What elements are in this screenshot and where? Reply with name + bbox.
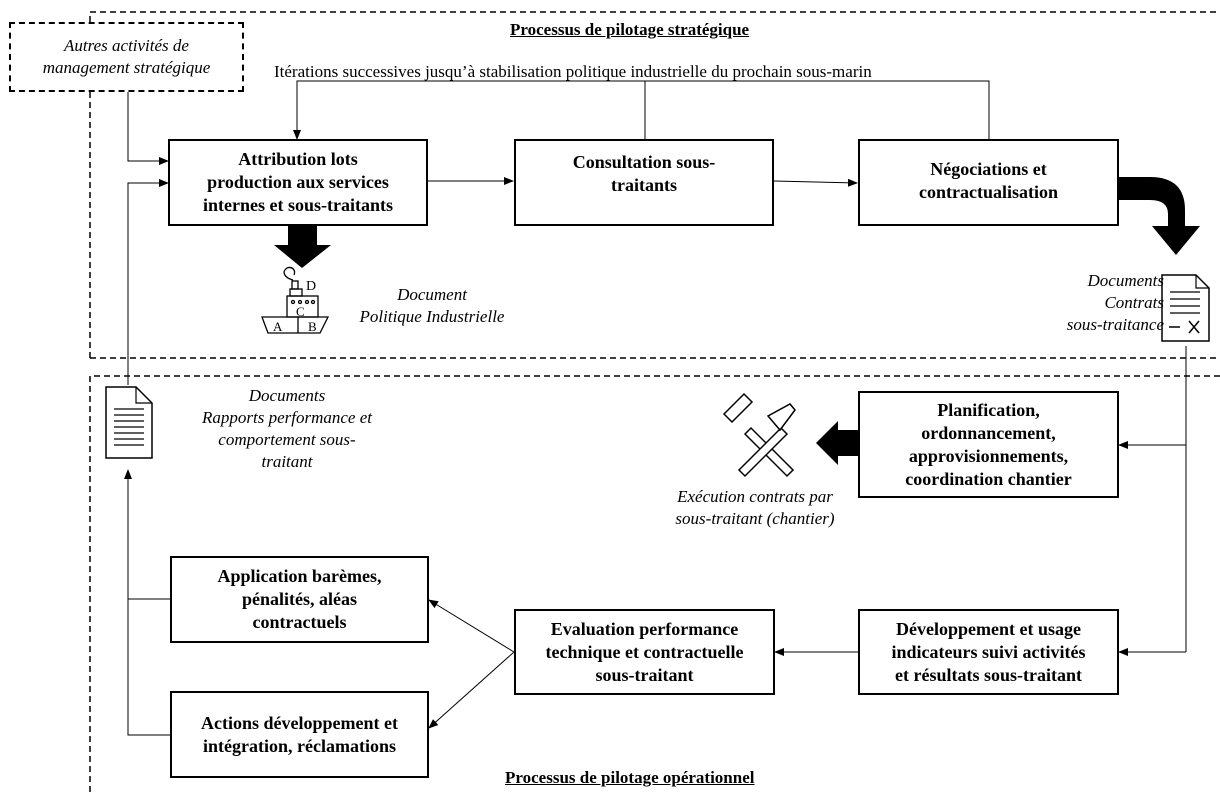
operational-process-title: Processus de pilotage opérationnel bbox=[505, 768, 755, 787]
strategic-process-title: Processus de pilotage stratégique bbox=[510, 20, 750, 39]
arrow-other-to-attribution bbox=[127, 92, 169, 165]
operational-frame bbox=[89, 375, 1220, 792]
arrow-consultation-to-negociations bbox=[773, 178, 858, 187]
ship-letter-c: C bbox=[296, 304, 305, 319]
contract-document-icon bbox=[1161, 274, 1210, 342]
box-developpement: Développement et usage indicateurs suivi… bbox=[858, 609, 1119, 695]
doc-rapports-label: Documents Rapports performance et compor… bbox=[202, 386, 372, 471]
strategic-frame bbox=[89, 11, 1220, 92]
doc-contrats-label: Documents Contrats sous-traitance bbox=[1066, 271, 1164, 334]
box-consultation: Consultation sous- traitants bbox=[514, 139, 774, 226]
ship-icon bbox=[261, 266, 330, 334]
box-negociations: Négociations et contractualisation bbox=[858, 139, 1119, 226]
report-document-icon bbox=[105, 386, 153, 459]
iteration-note: Itérations successives jusqu’à stabilisa… bbox=[274, 62, 872, 81]
box-actions: Actions développement et intégration, ré… bbox=[170, 691, 429, 778]
arrow-evaluation-to-actions bbox=[428, 651, 515, 729]
arrow-evaluation-to-application bbox=[428, 599, 515, 653]
box-attribution: Attribution lots production aux services… bbox=[168, 139, 428, 226]
other-activities-box: Autres activités de management stratégiq… bbox=[9, 22, 244, 92]
ship-letter-d: D bbox=[306, 279, 316, 294]
thick-arrow-attribution-to-policy bbox=[274, 226, 331, 268]
box-application: Application barèmes, pénalités, aléas co… bbox=[170, 556, 429, 643]
arrow-actions-to-reports bbox=[124, 469, 170, 736]
feedback-reports-to-attribution bbox=[127, 179, 169, 385]
iteration-loop bbox=[293, 80, 990, 140]
execution-label: Exécution contrats par sous-traitant (ch… bbox=[675, 487, 835, 528]
hammers-icon bbox=[722, 392, 796, 478]
thick-arrow-planification-to-execution bbox=[816, 421, 858, 465]
ship-letter-a: A bbox=[273, 319, 283, 334]
doc-politique-label: Document Politique Industrielle bbox=[359, 285, 505, 326]
box-planification: Planification, ordonnancement, approvisi… bbox=[858, 391, 1119, 498]
thick-arrow-negociations-to-contracts bbox=[1119, 177, 1200, 255]
box-evaluation: Evaluation performance technique et cont… bbox=[514, 609, 775, 695]
ship-letter-b: B bbox=[308, 319, 317, 334]
